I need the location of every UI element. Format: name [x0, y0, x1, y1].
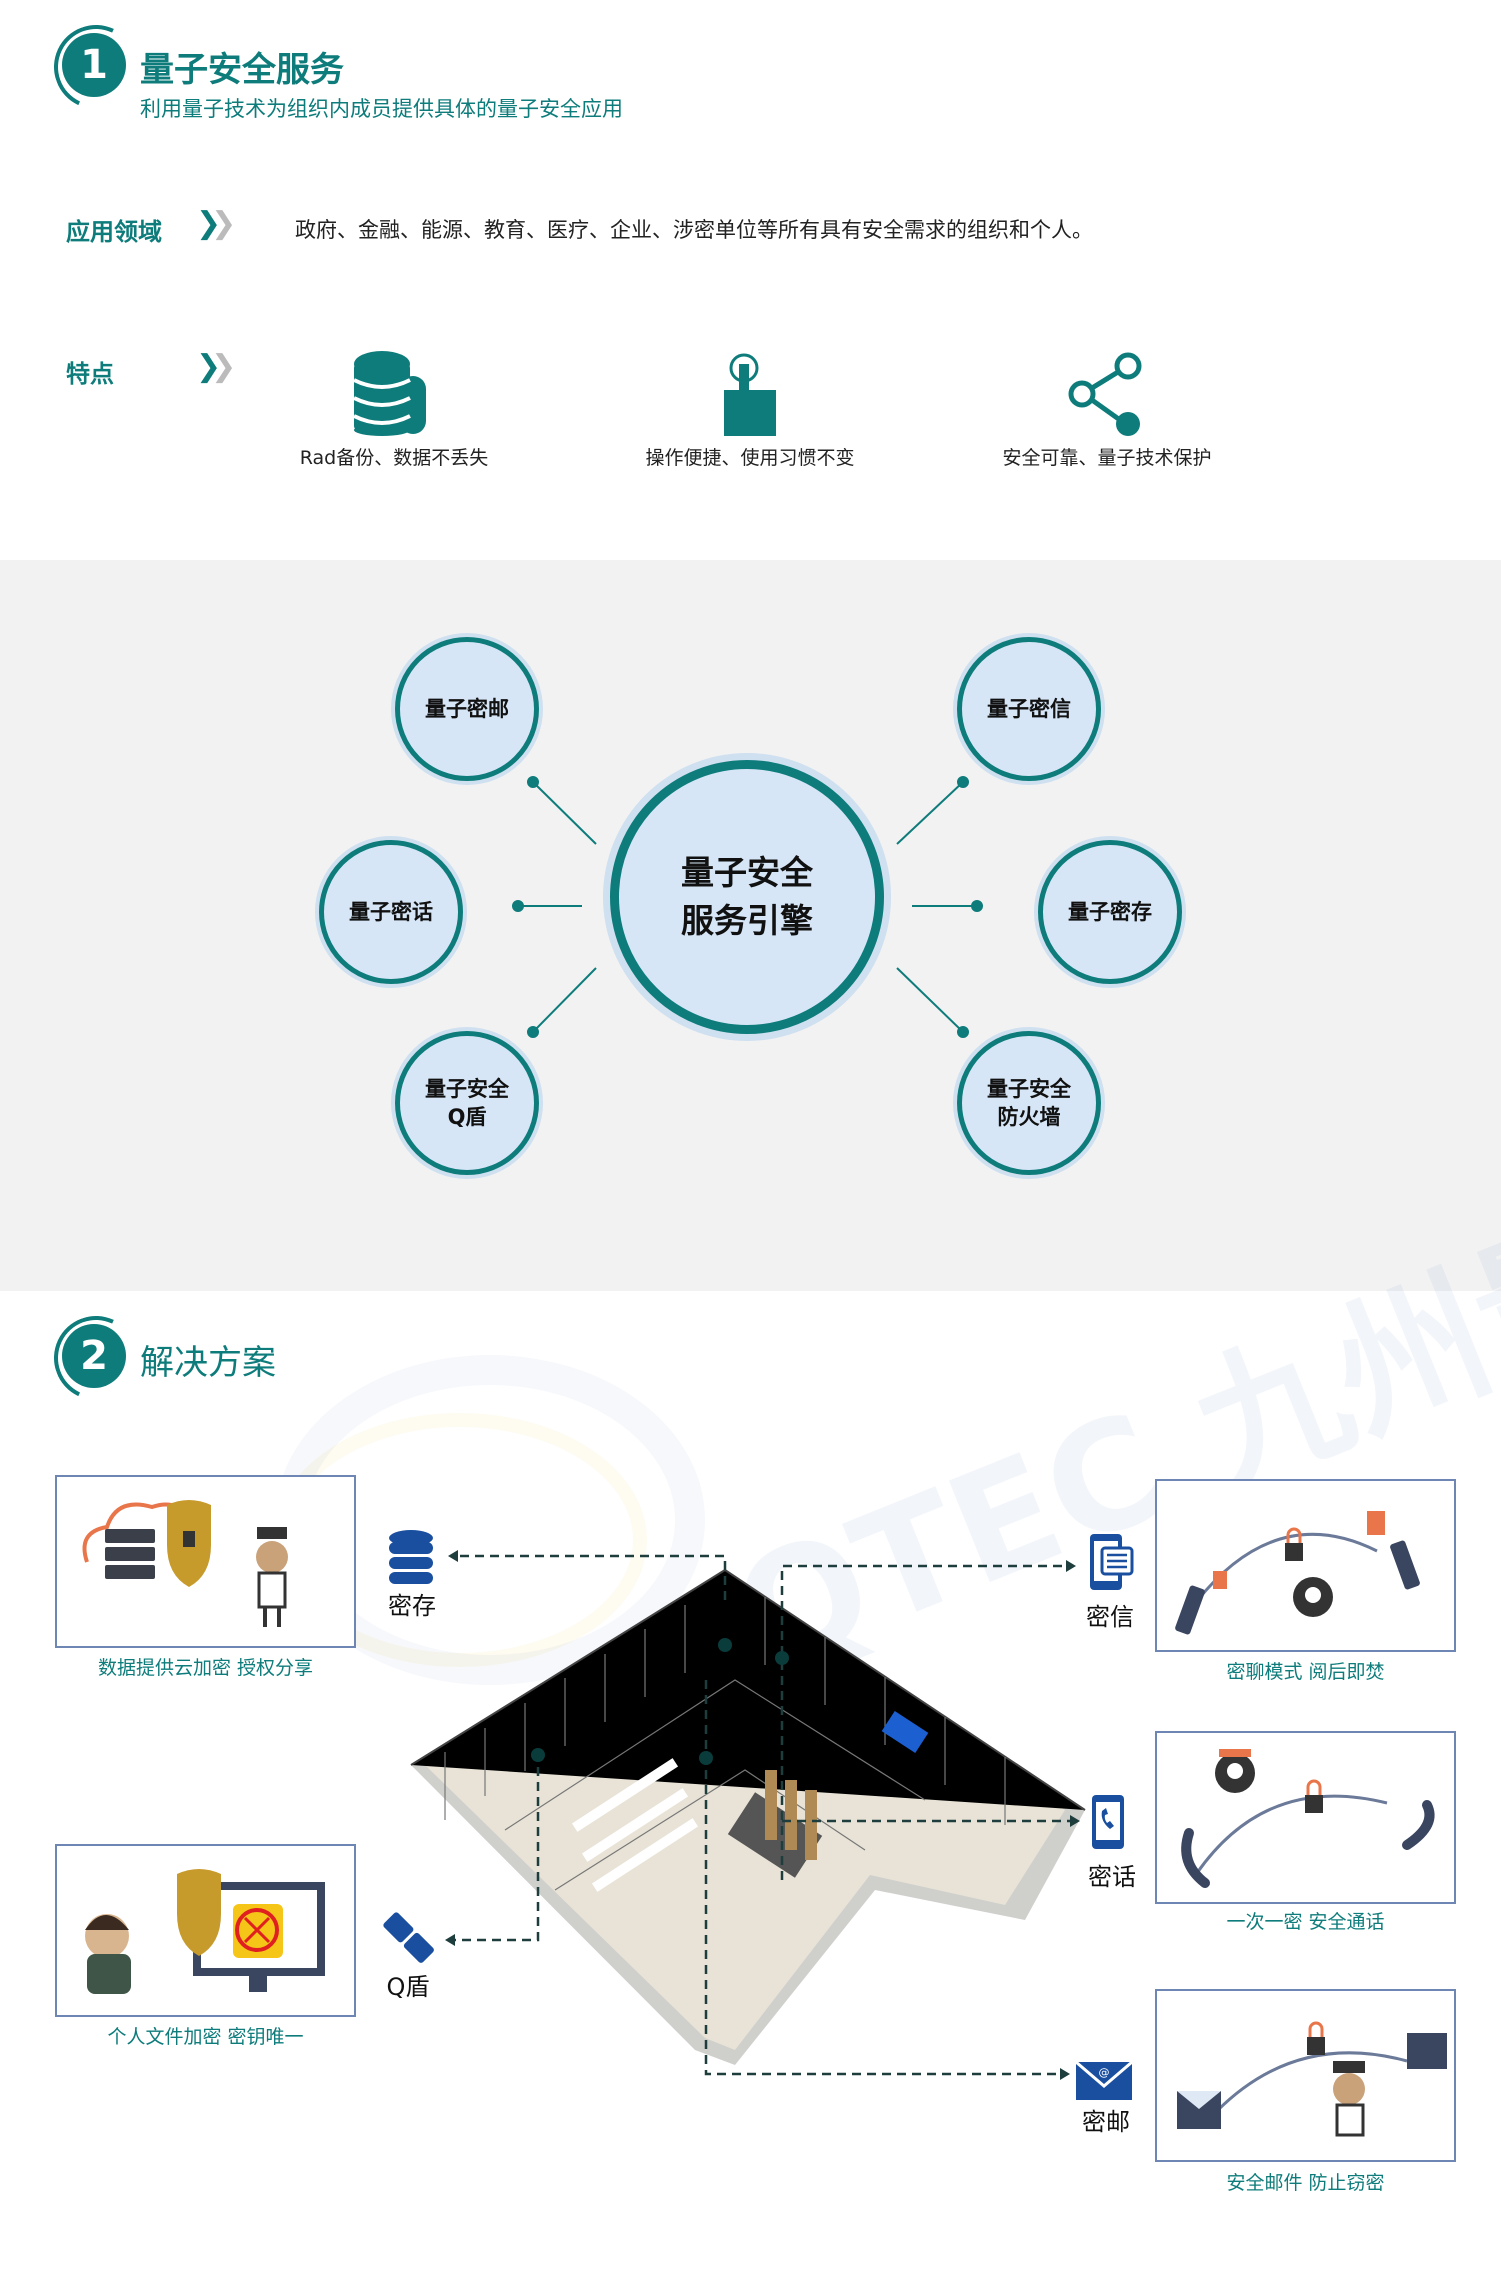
- engine-connectors: [512, 776, 983, 1038]
- case-caption-mail: 安全邮件 防止窃密: [1226, 2172, 1385, 2194]
- qshield-usb-key-icon: [383, 1912, 434, 1963]
- features-label: 特点: [66, 360, 114, 388]
- section-number-badge: 1: [62, 33, 126, 97]
- feature-label: Rad备份、数据不丢失: [299, 447, 489, 469]
- node-label: 量子安全: [987, 1077, 1071, 1101]
- case-cloud-encryption-illustration: [55, 1475, 356, 1648]
- share-icon: [1068, 352, 1142, 436]
- case-secure-chat-illustration: [1155, 1479, 1456, 1652]
- engine-center-line2: 服务引擎: [681, 901, 813, 940]
- case-caption-chat: 密聊模式 阅后即焚: [1226, 1661, 1385, 1683]
- node-label: 量子密话: [349, 900, 433, 924]
- case-secure-call-illustration: [1155, 1731, 1456, 1904]
- engine-center-line1: 量子安全: [681, 853, 813, 892]
- storage-database-icon: [389, 1530, 433, 1584]
- node-label: 量子安全: [425, 1077, 509, 1101]
- section-subtitle: 利用量子技术为组织内成员提供具体的量子安全应用: [140, 97, 623, 121]
- product-label-mail: 密邮: [1082, 2108, 1130, 2136]
- case-caption-file: 个人文件加密 密钥唯一: [107, 2026, 304, 2048]
- call-phone-icon: [1092, 1795, 1124, 1849]
- case-caption-call: 一次一密 安全通话: [1226, 1911, 1385, 1933]
- product-label-call: 密话: [1088, 1863, 1136, 1891]
- feature-label: 安全可靠、量子技术保护: [1002, 447, 1212, 469]
- office-floor-plan: [410, 1568, 1086, 2065]
- node-label: 量子密存: [1068, 900, 1152, 924]
- section-number-badge: 2: [62, 1324, 126, 1388]
- node-quantum-call: 量子密话: [319, 840, 463, 984]
- node-label: 量子密邮: [425, 697, 509, 721]
- engine-center: 量子安全服务引擎: [610, 760, 884, 1034]
- node-label: 量子密信: [987, 697, 1071, 721]
- case-file-encryption-illustration: [55, 1844, 356, 2017]
- feature-label: 操作便捷、使用习惯不变: [645, 447, 855, 469]
- application-text: 政府、金融、能源、教育、医疗、企业、涉密单位等所有具有安全需求的组织和个人。: [295, 218, 1093, 242]
- node-quantum-qshield: 量子安全 Q盾: [395, 1031, 539, 1175]
- application-label: 应用领域: [66, 218, 162, 246]
- case-caption-cloud: 数据提供云加密 授权分享: [97, 1657, 314, 1679]
- node-quantum-message: 量子密信: [957, 637, 1101, 781]
- section-title: 量子安全服务: [140, 50, 344, 90]
- section-title: 解决方案: [140, 1343, 276, 1383]
- svg-text:@: @: [1099, 2066, 1110, 2079]
- mail-envelope-icon: @: [1076, 2062, 1132, 2100]
- database-icon: [353, 351, 426, 436]
- product-label-storage: 密存: [388, 1592, 436, 1620]
- node-quantum-storage: 量子密存: [1038, 840, 1182, 984]
- message-phone-icon: [1090, 1534, 1134, 1590]
- product-label-qshield: Q盾: [386, 1973, 430, 2001]
- node-quantum-mail: 量子密邮: [395, 637, 539, 781]
- node-label: 防火墙: [997, 1105, 1061, 1129]
- node-quantum-firewall: 量子安全防火墙: [957, 1031, 1101, 1175]
- product-label-message: 密信: [1086, 1603, 1134, 1631]
- touch-icon: [724, 353, 776, 436]
- case-secure-mail-illustration: [1155, 1989, 1456, 2162]
- node-label: Q盾: [447, 1105, 487, 1129]
